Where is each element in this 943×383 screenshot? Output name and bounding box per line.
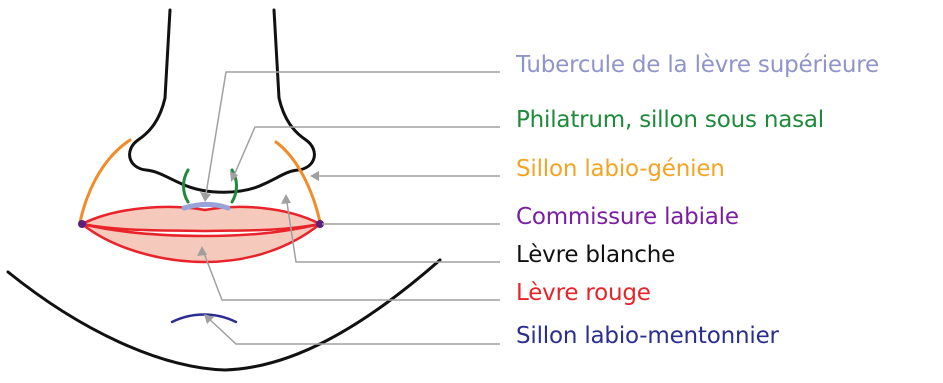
commissure-dot-left [78,220,86,228]
label-levre-blanche: Lèvre blanche [516,242,676,268]
philtrum-right [230,168,238,204]
leader-tubercule [204,71,500,201]
label-commissure: Commissure labiale [516,204,739,230]
arrowhead-philtrum [230,171,238,182]
nose-outline [128,8,316,194]
leader-philtrum [231,126,500,181]
commissure-dot-right [316,220,324,228]
arrowhead-sillon-labio-mentonnier [204,314,214,324]
arrowhead-levre-blanche [281,194,291,204]
label-levre-rouge: Lèvre rouge [516,280,651,306]
nasolabial-fold-left [78,138,132,224]
leader-levre-blanche [285,195,500,263]
label-sillon-labio-genien: Sillon labio-génien [516,156,725,182]
arrowhead-sillon-labio-genien [310,171,319,181]
philtrum-left [182,168,190,204]
mentolabial-sulcus [170,313,238,324]
arrowhead-levre-rouge [197,246,207,256]
label-tubercule: Tubercule de la lèvre supérieure [516,52,879,78]
chin-outline [6,258,442,372]
upper-lip [80,205,322,233]
leader-sillon-labio-mentonnier [205,315,500,345]
tubercle-mark [181,201,231,211]
arrowhead-tubercule [200,192,211,202]
label-philtrum: Philatrum, sillon sous nasal [516,107,824,133]
label-sillon-labio-mentonnier: Sillon labio-mentonnier [516,323,779,349]
nasolabial-fold-right [274,140,322,224]
leader-levre-rouge [201,247,500,301]
